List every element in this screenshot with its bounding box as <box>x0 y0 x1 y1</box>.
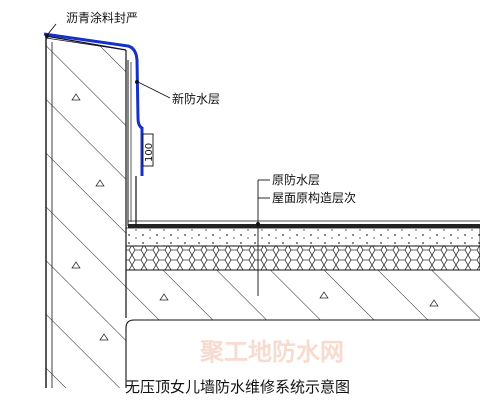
dimension-label: 100 <box>144 143 155 162</box>
new-waterproof-membrane <box>43 32 144 176</box>
original-waterproof-upturn <box>127 60 132 226</box>
dimension-box: 100 <box>142 133 155 167</box>
original-waterproof-layer <box>128 220 480 228</box>
roof-slab <box>125 269 480 388</box>
label-new-waterproof: 新防水层 <box>172 91 220 106</box>
label-original-waterproof: 原防水层 <box>272 172 320 187</box>
label-asphalt-seal: 沥青涂料封严 <box>66 10 138 25</box>
diagram-caption: 无压顶女儿墙防水维修系统示意图 <box>125 378 350 396</box>
parapet-wall <box>45 35 127 388</box>
screed-layer <box>125 227 480 247</box>
insulation-layer <box>125 245 480 271</box>
watermark: 聚工地防水网 <box>199 338 344 366</box>
leader-lines <box>45 23 270 296</box>
label-roof-layers: 屋面原构造层次 <box>272 190 356 205</box>
